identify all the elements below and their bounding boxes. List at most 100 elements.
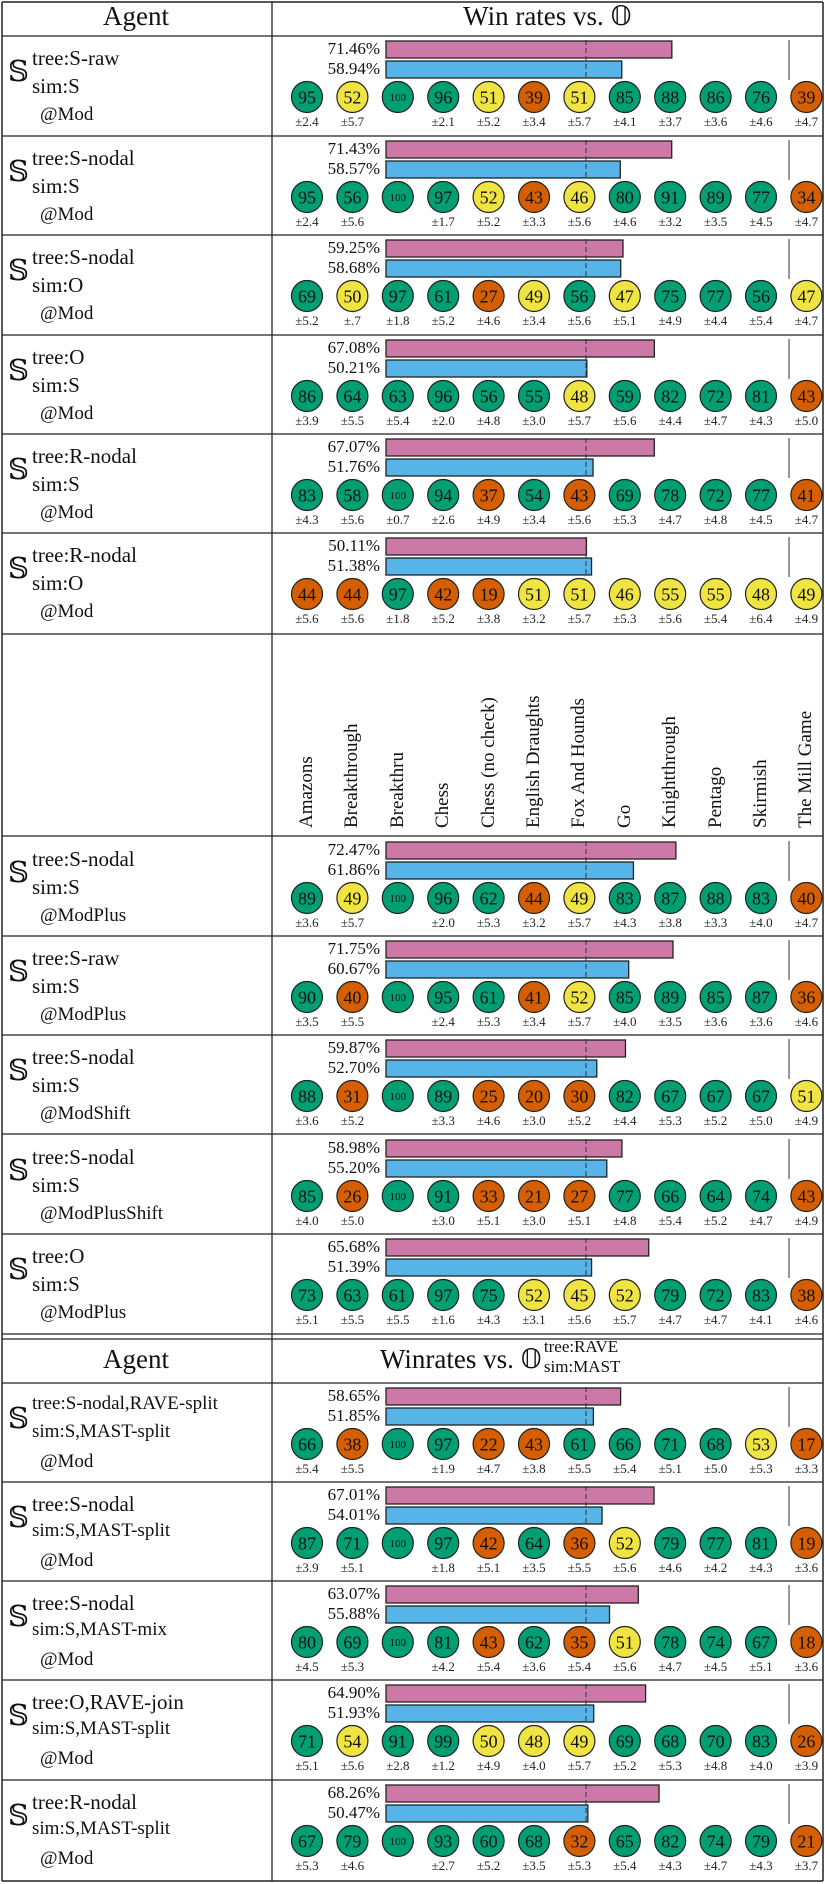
winrate-circle: [336, 980, 369, 1014]
winrate-circle: [563, 1179, 596, 1213]
winrate-circle: [427, 180, 460, 214]
winrate-circle: [472, 1824, 505, 1858]
winrate-circle: [654, 1824, 687, 1858]
blue-bar: [385, 960, 630, 979]
winrate-value: 43: [797, 387, 815, 407]
winrate-circle: [563, 1724, 596, 1758]
winrate-error: ±5.6: [568, 313, 592, 328]
winrate-circle: [744, 180, 778, 214]
winrate-value: 78: [661, 486, 679, 506]
winrate-value: 81: [752, 387, 770, 407]
winrate-error: ±4.3: [749, 413, 772, 428]
winrate-error: ±2.8: [386, 1758, 409, 1773]
winrate-circle: [472, 279, 505, 313]
winrate-circle: [608, 577, 641, 611]
winrate-error: ±4.0: [749, 915, 772, 930]
winrate-circle: [381, 1724, 414, 1758]
winrate-circle: [563, 1278, 596, 1312]
winrate-error: ±4.8: [613, 1213, 636, 1228]
winrate-value: 76: [752, 88, 770, 108]
winrate-error: ±5.6: [341, 512, 365, 527]
winrate-circle: [472, 1179, 505, 1213]
winrate-circle: [427, 1824, 460, 1858]
winrate-value: 49: [570, 1732, 588, 1752]
winrate-circle: [654, 279, 687, 313]
winrate-circle: [699, 478, 732, 512]
winrate-error: ±2.4: [432, 1014, 456, 1029]
pink-percent: 65.68%: [327, 1237, 380, 1256]
winrate-circle: [608, 180, 641, 214]
winrate-circle: [290, 1625, 324, 1659]
winrate-error: ±3.5: [704, 214, 727, 229]
winrate-circle: [608, 881, 641, 915]
winrate-circle: [790, 1079, 823, 1113]
winrate-value: 100: [390, 1439, 407, 1451]
winrate-value: 67: [752, 1633, 770, 1653]
agent-config: @Mod: [40, 303, 94, 324]
winrate-circle: [563, 577, 596, 611]
winrate-value: 63: [343, 1286, 361, 1306]
agent-tree-policy: tree:S-nodal: [32, 146, 135, 170]
winrate-value: 83: [752, 1286, 770, 1306]
blue-percent: 54.01%: [327, 1505, 380, 1524]
pink-bar: [385, 339, 655, 358]
winrate-error: ±3.7: [795, 1858, 819, 1873]
winrate-value: 41: [525, 988, 543, 1008]
winrate-value: 33: [480, 1187, 498, 1207]
winrate-error: ±4.1: [749, 1312, 772, 1327]
winrate-circle: [608, 80, 641, 114]
winrate-value: 97: [434, 1286, 452, 1306]
winrate-error: ±1.8: [386, 611, 409, 626]
blue-bar: [385, 1804, 589, 1823]
winrate-circle: [517, 1724, 551, 1758]
winrates2-main: Winrates vs. 𝕆: [380, 1344, 542, 1374]
winrate-value: 77: [707, 1534, 725, 1554]
winrate-value: 71: [661, 1435, 679, 1455]
winrate-circle: [427, 379, 460, 413]
agent-config: @Mod: [40, 1748, 94, 1769]
winrate-error: ±4.4: [704, 313, 728, 328]
winrate-value: 79: [661, 1534, 679, 1554]
winrate-error: ±5.2: [568, 1113, 591, 1128]
winrate-error: ±5.7: [568, 611, 592, 626]
winrate-value: 61: [434, 287, 452, 307]
pink-percent: 67.07%: [327, 437, 380, 456]
winrate-value: 48: [570, 387, 588, 407]
winrate-error: ±4.7: [795, 512, 819, 527]
pink-percent: 63.07%: [327, 1584, 380, 1603]
agent-config: @Mod: [40, 1550, 94, 1571]
winrate-value: 59: [616, 387, 634, 407]
winrate-value: 100: [390, 1191, 407, 1203]
agent-tree-policy: tree:S-raw: [32, 46, 120, 70]
winrate-circle: [290, 180, 324, 214]
winrate-value: 91: [434, 1187, 452, 1207]
game-label: Go: [613, 804, 635, 828]
winrate-error: ±5.2: [477, 214, 500, 229]
winrate-circle: [427, 478, 460, 512]
winrate-value: 50: [480, 1732, 498, 1752]
winrate-circle: [563, 478, 596, 512]
pink-percent: 50.11%: [328, 536, 380, 555]
winrate-value: 97: [389, 585, 407, 605]
winrate-error: ±5.6: [613, 1659, 637, 1674]
winrate-error: ±3.3: [522, 214, 545, 229]
winrate-circle: [563, 1526, 596, 1560]
pink-percent: 67.08%: [327, 338, 380, 357]
agent-symbol: 𝕊: [8, 1798, 29, 1832]
winrate-error: ±4.7: [795, 313, 819, 328]
winrate-value: 44: [343, 585, 361, 605]
pink-percent: 59.25%: [327, 238, 380, 257]
winrate-circle: [427, 279, 460, 313]
winrate-error: ±4.4: [613, 1113, 637, 1128]
winrate-error: ±4.3: [295, 512, 318, 527]
winrate-circle: [699, 1526, 732, 1560]
winrate-value: 43: [570, 486, 588, 506]
winrate-value: 52: [616, 1534, 634, 1554]
winrate-circle: [654, 379, 687, 413]
winrate-value: 17: [797, 1435, 815, 1455]
winrate-circle: [790, 80, 823, 114]
agent-sim-policy: sim:O: [32, 273, 84, 297]
winrate-value: 31: [343, 1087, 361, 1107]
winrate-circle: [563, 980, 596, 1014]
